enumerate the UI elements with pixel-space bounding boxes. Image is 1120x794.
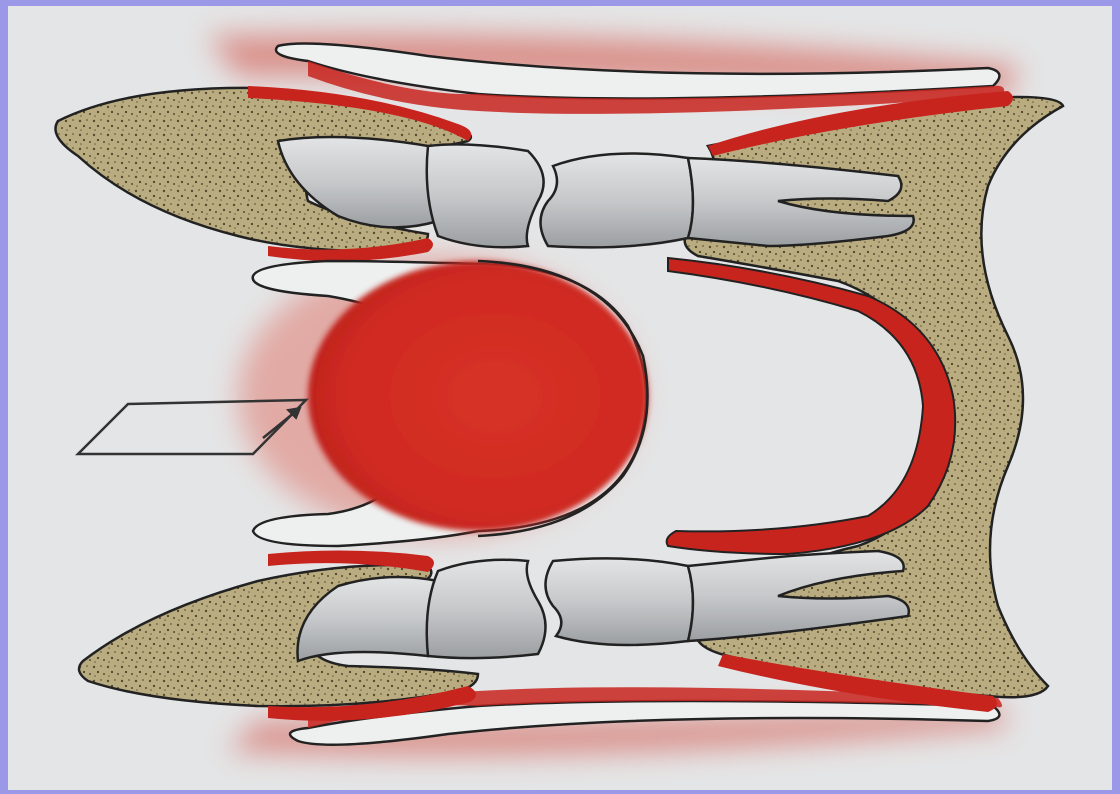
upper-right-tooth-crown [541, 154, 694, 248]
lower-right-tooth-crown [546, 558, 694, 645]
upper-left-tooth-crown [427, 144, 544, 247]
dental-cross-section-illustration [8, 6, 1112, 790]
illustration-frame [8, 6, 1112, 790]
lower-left-tooth-crown [427, 560, 546, 658]
